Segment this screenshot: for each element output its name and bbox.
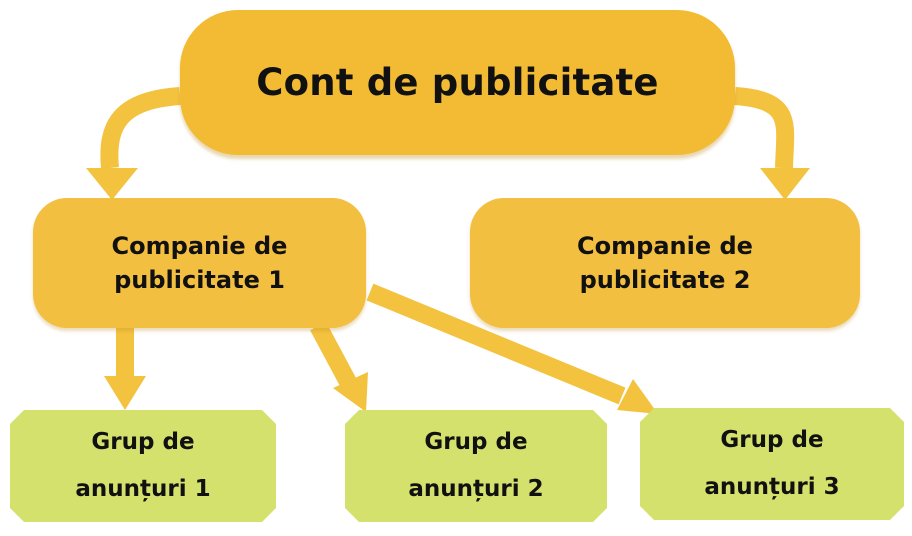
ad-group-1-label-line-1: Grup de [91,429,195,455]
campaign-1-label-line-1: Companie de [111,232,288,260]
ad-account-node: Cont de publicitate [180,10,735,155]
arrowhead-group-3 [617,379,658,414]
ad-group-3-label-line-1: Grup de [720,427,824,453]
campaign-node-2: Companie de publicitate 2 [470,198,860,328]
ad-account-label: Cont de publicitate [256,61,659,104]
arrowhead-campaign-1 [86,168,138,200]
ad-group-1-label-line-2: anunțuri 1 [75,476,211,502]
ad-group-node-1: Grup de anunțuri 1 [10,410,276,522]
ad-group-node-3: Grup de anunțuri 3 [640,408,904,520]
arrowhead-group-1 [104,376,146,410]
ad-group-3-label-line-2: anunțuri 3 [704,474,840,500]
ad-group-2-label-line-1: Grup de [424,429,528,455]
campaign-1-label-line-2: publicitate 1 [114,266,285,294]
arrowhead-group-2 [333,372,368,412]
campaign-2-label-line-1: Companie de [577,232,753,260]
campaign-node-1: Companie de publicitate 1 [33,198,366,328]
campaign-2-label-line-2: publicitate 2 [579,266,751,294]
arrow-campaign-1-to-group-3 [366,283,626,405]
arrow-campaign-1-to-group-2 [310,321,356,387]
ad-group-2-label-line-2: anunțuri 2 [408,476,544,502]
arrowhead-campaign-2 [760,168,810,200]
ad-group-node-2: Grup de anunțuri 2 [345,410,607,522]
arrow-root-to-campaign-1 [100,87,181,169]
arrow-root-to-campaign-2 [734,87,795,169]
